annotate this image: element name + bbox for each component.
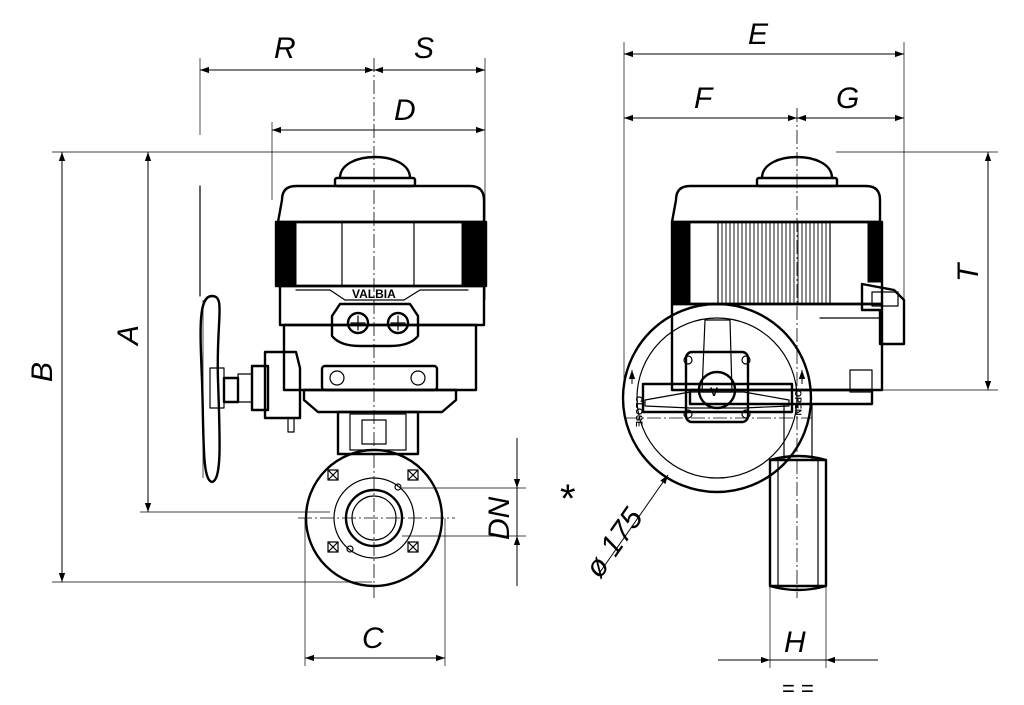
dim-label-t: T — [952, 261, 985, 282]
dim-label-dn: DN — [483, 496, 516, 540]
valve-coupling — [336, 410, 420, 456]
handwheel-side — [199, 185, 225, 484]
valve-body-side — [768, 403, 828, 592]
asterisk-note: * — [560, 477, 576, 521]
dim-label-f: F — [694, 82, 714, 115]
dim-label-c: C — [362, 622, 384, 655]
equal-marks: = = — [782, 676, 814, 701]
front-logo: VALBIA — [352, 287, 396, 301]
dim-label-b: B — [26, 362, 59, 382]
handwheel-front: V CLOSE OPEN — [621, 302, 813, 494]
open-label: OPEN — [793, 390, 803, 416]
dim-label-e: E — [748, 18, 769, 51]
brand-logo: V — [710, 385, 718, 399]
actuator-housing: VALBIA — [274, 184, 488, 414]
dim-label-s: S — [414, 32, 434, 65]
valve-body-front — [304, 448, 444, 588]
dim-label-d: D — [394, 94, 416, 127]
dim-label-r: R — [274, 32, 296, 65]
dim-line-handwheel — [597, 474, 669, 576]
dim-label-g: G — [836, 82, 859, 115]
dim-label-h: H — [784, 626, 806, 659]
dim-label-handwheel: ø 175 — [579, 502, 650, 584]
gearbox — [222, 350, 302, 433]
side-view: V CLOSE OPEN E F G T — [560, 18, 998, 701]
close-label: CLOSE — [634, 396, 644, 427]
front-view: VALBIA — [26, 32, 526, 666]
actuator-housing-side — [670, 184, 906, 406]
dome-cap — [333, 155, 417, 188]
dim-label-a: A — [112, 325, 145, 347]
